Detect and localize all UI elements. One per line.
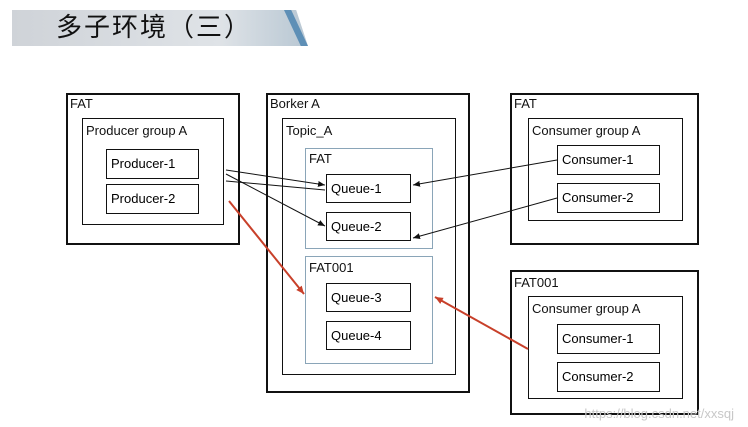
queue-4-label: Queue-4 [331,328,382,343]
consumer-group-fat-label: Consumer group A [532,123,641,138]
queue-1-label: Queue-1 [331,181,382,196]
queue-1: Queue-1 [326,174,411,203]
producer-1-label: Producer-1 [111,156,176,171]
producer-2-label: Producer-2 [111,191,176,206]
topic-label: Topic_A [286,123,333,138]
broker-label: Borker A [270,96,320,111]
fat001-consumer-2: Consumer-2 [557,362,660,392]
slide-title: 多子环境（三） [56,13,253,43]
right-fat001-env-label: FAT001 [514,275,559,290]
queue-4: Queue-4 [326,321,411,350]
right-fat-env-label: FAT [514,96,537,111]
producer-group-label: Producer group A [86,123,188,138]
queue-2-label: Queue-2 [331,219,382,234]
broker-fat001-env-label: FAT001 [309,260,354,275]
fat-consumer-1-label: Consumer-1 [562,152,634,167]
fat-consumer-1: Consumer-1 [557,145,660,175]
watermark: https://blog.csdn.net/xxsqj [584,406,734,421]
fat-consumer-2-label: Consumer-2 [562,190,634,205]
fat001-consumer-1: Consumer-1 [557,324,660,354]
consumer2-to-queue2-line [412,197,558,240]
consumer1-to-queue1-line [412,159,558,187]
left-fat-env-label: FAT [70,96,93,111]
producer-1: Producer-1 [106,149,199,179]
title-banner [12,10,308,46]
producer1-to-queue1-line [225,169,326,187]
queue-3-label: Queue-3 [331,290,382,305]
producer2-to-queue1-line [225,180,326,191]
consumer-group-fat001-label: Consumer group A [532,301,641,316]
producer1-to-queue2-line [225,173,326,227]
producer2-to-queue3-red-arrow [228,200,305,295]
producer-2: Producer-2 [106,184,199,214]
fat-consumer-2: Consumer-2 [557,183,660,213]
fat001-consumer-to-queue3-red-arrow [434,296,529,350]
fat001-consumer-1-label: Consumer-1 [562,331,634,346]
queue-2: Queue-2 [326,212,411,241]
fat001-consumer-2-label: Consumer-2 [562,369,634,384]
queue-3: Queue-3 [326,283,411,312]
broker-fat-env-label: FAT [309,151,332,166]
